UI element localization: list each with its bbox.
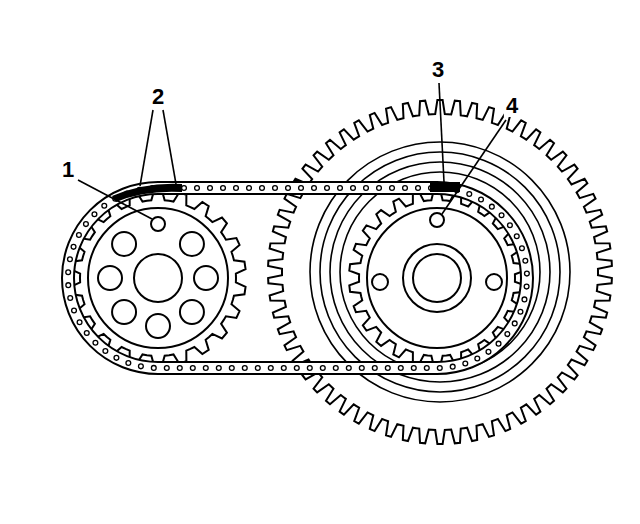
chain-pin (208, 186, 213, 191)
chain-pin (351, 186, 356, 191)
chain-pin (338, 186, 343, 191)
chain-pin (138, 364, 143, 369)
chain-pin (164, 366, 169, 371)
chain-pin (242, 366, 247, 371)
sprocket-hole (180, 300, 204, 324)
chain-pin (307, 366, 312, 371)
chain-pin (403, 186, 408, 191)
crank-gear (268, 100, 612, 444)
chain-plate (68, 188, 527, 368)
chain-pin (424, 366, 429, 371)
chain-pin (72, 308, 77, 313)
sprocket-hole (112, 300, 136, 324)
chain-pin (372, 366, 377, 371)
chain-pin (229, 366, 234, 371)
chain-pin (216, 366, 221, 371)
chain-pin (467, 192, 472, 197)
chain-pin (524, 284, 529, 289)
chain-pin (247, 186, 252, 191)
chain-pin (518, 309, 523, 314)
callout-number: 2 (150, 86, 166, 108)
sprocket-hole (98, 266, 122, 290)
callout-number: 4 (504, 95, 520, 117)
chain-pin (84, 222, 89, 227)
chain-pin (364, 186, 369, 191)
callout-number: 1 (60, 159, 76, 181)
chain-pin (520, 246, 525, 251)
chain-pin (499, 213, 504, 218)
chain-pin (286, 186, 291, 191)
chain-pin (312, 186, 317, 191)
chain-pin (486, 349, 491, 354)
chain-pin (325, 186, 330, 191)
chain-pin (190, 366, 195, 371)
chain-pin (234, 186, 239, 191)
leader-lines (78, 83, 506, 219)
chain-pin (359, 366, 364, 371)
chain-pin (66, 270, 71, 275)
chain-pin (203, 366, 208, 371)
timing-marks (112, 182, 460, 202)
chain-pin (68, 296, 73, 301)
chain-pin (294, 366, 299, 371)
chain-pin (195, 186, 200, 191)
chain-pin (103, 349, 108, 354)
chain-pin (479, 197, 484, 202)
chain-pin (523, 258, 528, 263)
chain-pin (84, 331, 89, 336)
chain-pin (437, 366, 442, 371)
chain-pin (299, 186, 304, 191)
chain-pin (102, 203, 107, 208)
sprocket-hole (194, 266, 218, 290)
callout-number: 3 (430, 59, 446, 81)
gear-teeth (268, 100, 612, 444)
chain-pin (182, 186, 187, 191)
chain-pin (151, 366, 156, 371)
chain-pin (475, 356, 480, 361)
chain-pin (505, 332, 510, 337)
chain-pin (71, 244, 76, 249)
chain-pin (93, 340, 98, 345)
timing-chain (66, 186, 530, 371)
sprocket-hole (146, 314, 170, 338)
chain-pin (221, 186, 226, 191)
chain-pin (346, 366, 351, 371)
chain-pin (320, 366, 325, 371)
chain-outline (68, 188, 527, 368)
chain-pin (281, 366, 286, 371)
chain-pin (333, 366, 338, 371)
chain-pin (177, 366, 182, 371)
chain-pin (463, 361, 468, 366)
chain-pin (66, 283, 71, 288)
chain-pin (255, 366, 260, 371)
sprocket-hole (180, 232, 204, 256)
chain-pin (512, 321, 517, 326)
chain-pin (77, 233, 82, 238)
chain-pin (268, 366, 273, 371)
chain-pin (260, 186, 265, 191)
chain-pin (398, 366, 403, 371)
chain-pin (450, 364, 455, 369)
chain-pin (508, 223, 513, 228)
chain-pin (522, 297, 527, 302)
chain-pin (411, 366, 416, 371)
sprocket-hole (112, 232, 136, 256)
chain-pin (489, 204, 494, 209)
chain-pin (524, 271, 529, 276)
chain-pin (416, 186, 421, 191)
chain-pin (68, 257, 73, 262)
chain-pin (385, 366, 390, 371)
chain-pin (273, 186, 278, 191)
chain-pin (126, 361, 131, 366)
sprocket-faces (88, 208, 507, 348)
chain-pin (92, 212, 97, 217)
chain-pin (390, 186, 395, 191)
chain-pin (496, 341, 501, 346)
chain-pin (514, 234, 519, 239)
chain-pin (377, 186, 382, 191)
chain-pin (114, 355, 119, 360)
chain-pin (77, 320, 82, 325)
